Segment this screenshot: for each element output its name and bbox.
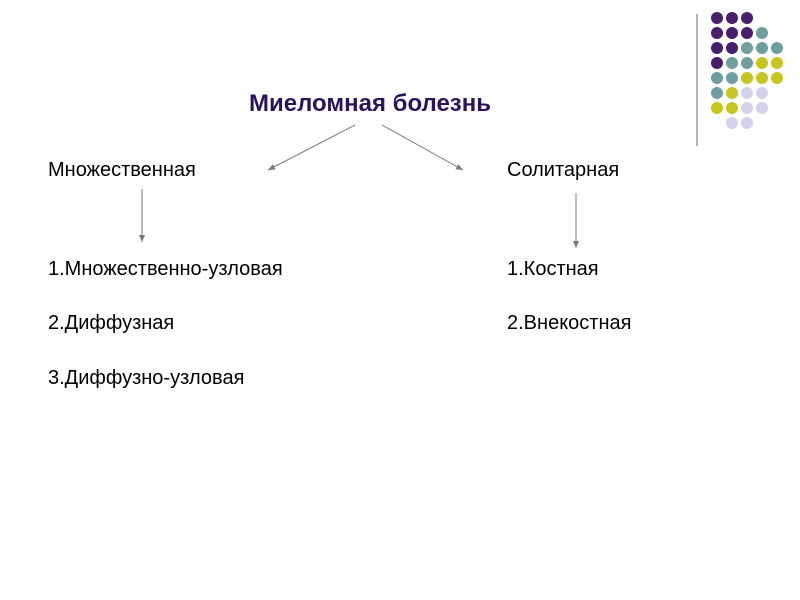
decor-dot xyxy=(741,12,753,24)
decor-dot xyxy=(726,72,738,84)
decor-dot xyxy=(711,87,723,99)
left-item-1: 1.Множественно-узловая xyxy=(48,258,283,280)
decor-dot xyxy=(756,87,768,99)
left-item-2: 2.Диффузная xyxy=(48,312,175,334)
arrow-to-right-heading xyxy=(381,124,464,171)
slide-title: Миеломная болезнь xyxy=(249,90,491,117)
decor-dot xyxy=(756,57,768,69)
right-item-2: 2.Внекостная xyxy=(507,312,632,334)
decor-dot xyxy=(771,72,783,84)
decor-dot xyxy=(741,117,753,129)
left-item-3: 3.Диффузно-узловая xyxy=(48,367,245,389)
decor-dot xyxy=(741,42,753,54)
decor-dot xyxy=(711,27,723,39)
decor-dot xyxy=(726,117,738,129)
decor-dot xyxy=(756,27,768,39)
decor-dot xyxy=(711,102,723,114)
decorative-divider xyxy=(696,14,698,146)
decor-dot xyxy=(756,102,768,114)
decor-dot xyxy=(711,12,723,24)
decor-dot xyxy=(726,102,738,114)
decor-dot xyxy=(771,57,783,69)
decor-dot xyxy=(726,87,738,99)
decor-dot xyxy=(726,12,738,24)
decor-dot xyxy=(741,72,753,84)
decor-dot xyxy=(741,102,753,114)
decor-dot xyxy=(741,87,753,99)
decor-dot xyxy=(726,42,738,54)
arrow-to-left-heading xyxy=(267,124,356,171)
decor-dot xyxy=(771,42,783,54)
right-item-1: 1.Костная xyxy=(507,258,599,280)
decor-dot xyxy=(756,42,768,54)
decor-dot xyxy=(756,72,768,84)
decor-dot xyxy=(711,57,723,69)
decor-dot xyxy=(711,72,723,84)
decor-dot xyxy=(741,57,753,69)
decor-dot xyxy=(726,57,738,69)
decor-dot xyxy=(711,42,723,54)
decor-dot xyxy=(741,27,753,39)
right-heading: Солитарная xyxy=(507,159,620,181)
decorative-dot-grid xyxy=(711,12,783,129)
left-heading: Множественная xyxy=(48,159,196,181)
decor-dot xyxy=(726,27,738,39)
